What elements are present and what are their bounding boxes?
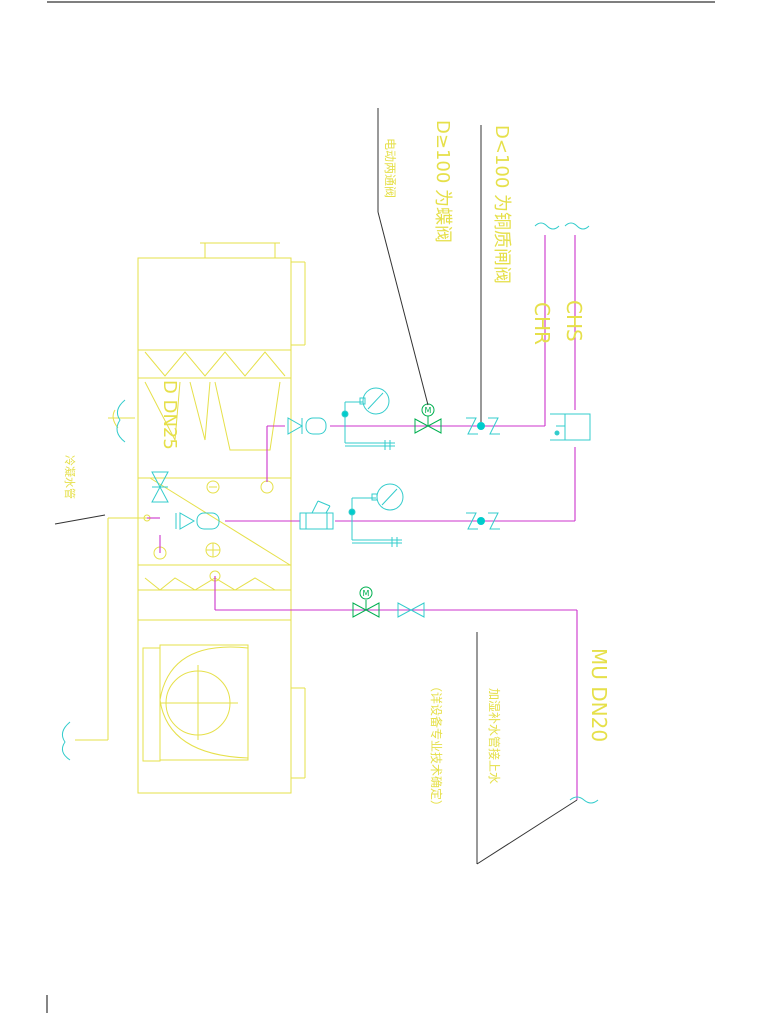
header-cap-icon bbox=[550, 413, 591, 441]
drain-valve-icon bbox=[151, 471, 169, 503]
chilled-water-piping bbox=[147, 235, 578, 800]
makeup-note: 加湿补水管接上水 bbox=[487, 688, 502, 784]
makeup-size-label: MU DN20 bbox=[587, 648, 611, 742]
drain-pipe-break-icons bbox=[61, 399, 126, 761]
thermometer-icon bbox=[351, 521, 402, 547]
motor-valve-icon: M bbox=[414, 403, 442, 434]
node-dot bbox=[477, 517, 485, 525]
svg-text:M: M bbox=[425, 406, 432, 415]
small-valve-note: D<100 为铜质闸阀 bbox=[491, 125, 512, 284]
flex-joint-icon bbox=[466, 417, 500, 530]
gate-valve-icon bbox=[397, 602, 425, 618]
air-handling-unit bbox=[137, 242, 306, 794]
drain-leader-line bbox=[54, 514, 106, 525]
large-valve-note: D≥100 为蝶阀 bbox=[432, 120, 453, 243]
svg-text:M: M bbox=[363, 589, 370, 598]
leader-lines bbox=[377, 108, 578, 865]
header-pipe-break-icons bbox=[534, 222, 599, 804]
check-valve-icon bbox=[175, 512, 220, 530]
node-dot bbox=[477, 422, 485, 430]
strainer-icon bbox=[299, 500, 334, 530]
motorized-valve-note: 电动两通阀 bbox=[383, 138, 397, 198]
drain-note: 冷凝水管 bbox=[63, 455, 77, 499]
motor-valve-icon: M bbox=[352, 586, 380, 618]
chs-label: CHS bbox=[562, 300, 586, 342]
makeup-note-2: （详设备专业技术确定） bbox=[429, 680, 444, 812]
check-valve-icon bbox=[287, 417, 327, 435]
pressure-gauge-icon bbox=[348, 483, 404, 521]
pressure-gauge-icon bbox=[341, 387, 390, 426]
chr-label: CHR bbox=[530, 302, 554, 345]
drain-size-label: D DN25 bbox=[159, 380, 180, 450]
drain-piping bbox=[75, 409, 151, 741]
thermometer-icon bbox=[344, 426, 395, 450]
